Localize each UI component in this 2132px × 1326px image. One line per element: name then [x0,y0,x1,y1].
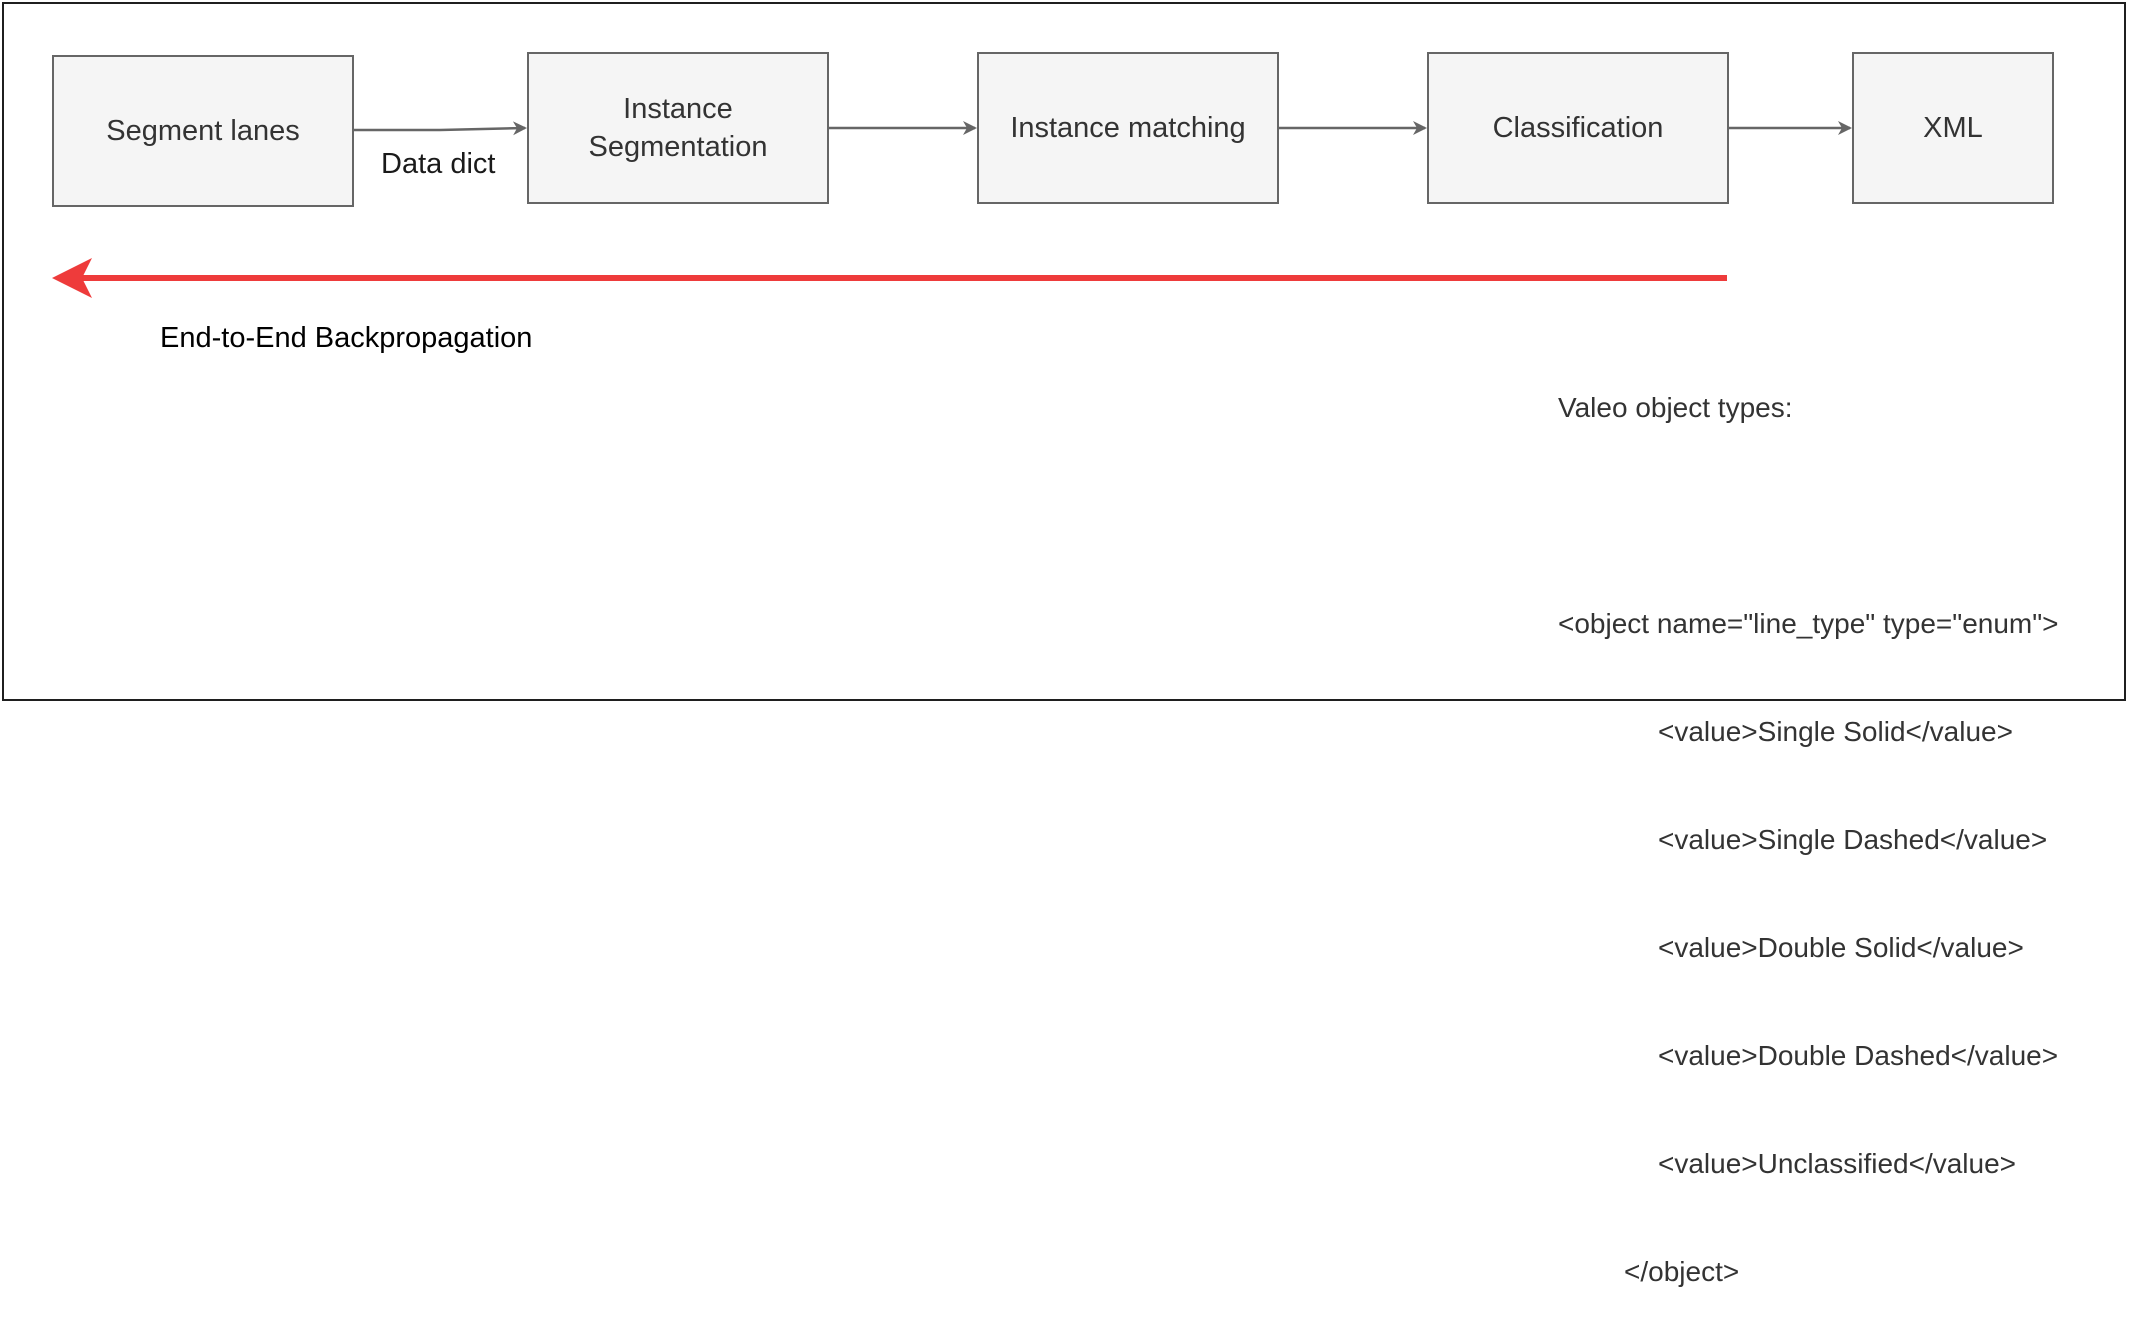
node-instance-segmentation: Instance Segmentation [527,52,829,204]
object-value-line: <value>Double Dashed</value> [1658,1040,2059,1071]
edge-segment-to-instance-segmentation [354,121,527,136]
object-close-tag: </object> [1624,1256,1740,1287]
object-value-line: <value>Single Dashed</value> [1658,824,2048,855]
node-segment-lanes: Segment lanes [52,55,354,207]
object-value-line: <value>Single Solid</value> [1658,716,2013,747]
backprop-arrow-head [52,258,92,298]
node-instance-matching: Instance matching [977,52,1279,204]
object-value-line: <value>Unclassified</value> [1658,1148,2017,1179]
edge-label-data-dict: Data dict [381,148,496,180]
node-classification: Classification [1427,52,1729,204]
object-value-line: <value>Double Solid</value> [1658,932,2024,963]
backprop-label: End-to-End Backpropagation [160,322,533,354]
connectors-layer [52,121,1852,298]
object-types-block: Valeo object types: <object name="line_t… [1558,318,2059,1326]
object-open-tag: <object name="line_type" type="enum"> [1558,608,2059,639]
node-xml: XML [1852,52,2054,204]
object-types-spacer [1558,498,2059,534]
object-types-title: Valeo object types: [1558,392,1793,423]
